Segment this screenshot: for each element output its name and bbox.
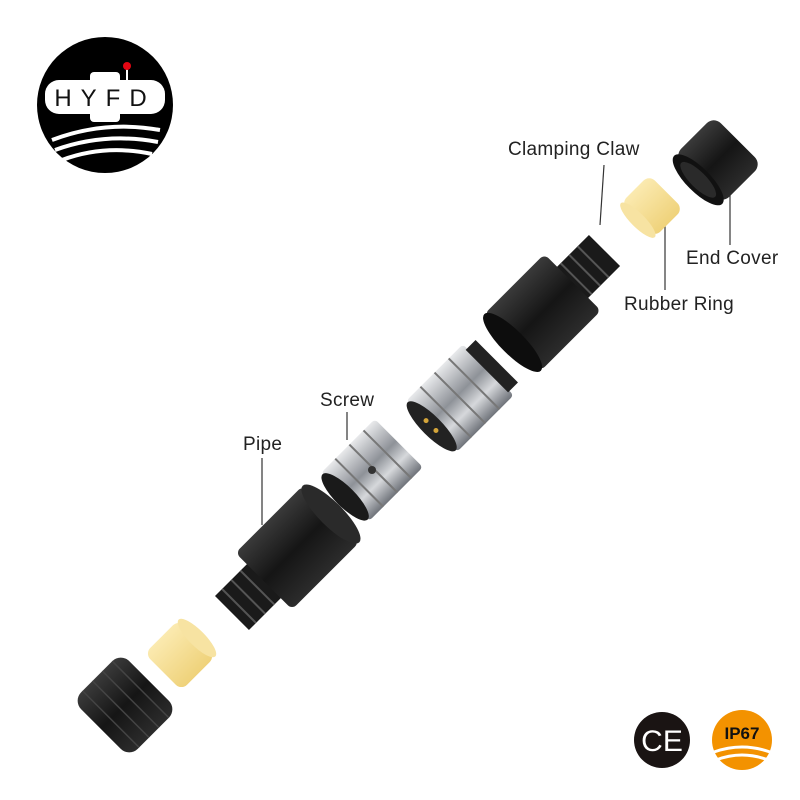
rubber-ring-part-bottom <box>147 618 217 688</box>
male-insert-part <box>406 340 518 452</box>
end-cover-part <box>672 120 758 206</box>
label-screw: Screw <box>320 390 375 411</box>
hyfd-logo: HYFD <box>37 37 173 173</box>
ip67-badge: IP67 <box>712 710 772 770</box>
label-pipe: Pipe <box>243 434 283 455</box>
label-clamping-claw: Clamping Claw <box>508 139 640 160</box>
svg-text:CE: CE <box>641 725 683 758</box>
ce-badge: CE <box>634 712 690 768</box>
label-rubber-ring: Rubber Ring <box>624 294 734 315</box>
label-end-cover: End Cover <box>686 248 779 269</box>
pipe-part <box>214 484 361 631</box>
rubber-ring-part <box>620 178 680 238</box>
end-cover-part-bottom <box>77 657 173 753</box>
screw-part <box>321 420 422 521</box>
leader-lines <box>261 164 731 525</box>
svg-text:HYFD: HYFD <box>54 85 155 112</box>
clamping-claw-part <box>483 234 621 372</box>
svg-text:IP67: IP67 <box>725 724 760 743</box>
